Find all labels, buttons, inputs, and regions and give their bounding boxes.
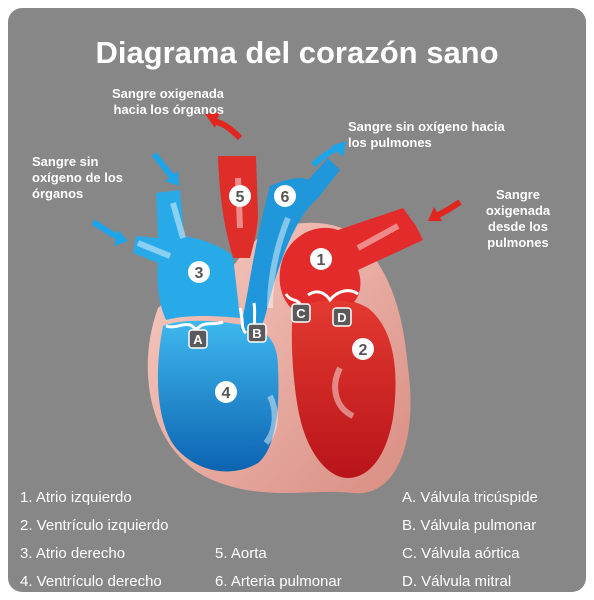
flow-arrow-left-ventricle [332, 366, 355, 419]
aorta-shape [218, 156, 258, 258]
marker-3: 3 [195, 265, 204, 282]
marker-box-c [291, 303, 311, 323]
marker-box-b [247, 323, 267, 343]
valve-d-shape [307, 289, 359, 303]
marker-6: 6 [281, 189, 290, 206]
legend-item-2: 2. Ventrículo izquierdo [20, 517, 169, 534]
pulmonary-artery-shape [240, 158, 340, 333]
label-oxy-to-organs: Sangre oxigenada hacia los órganos [112, 86, 224, 117]
legend-item-c: C. Válvula aórtica [402, 545, 520, 562]
marker-circle-6 [274, 185, 296, 207]
arrow-deoxy-from-organs-top [151, 152, 179, 186]
marker-circle-4 [215, 381, 237, 403]
legend-item-4: 4. Ventrículo derecho [20, 573, 162, 590]
legend-item-1: 1. Atrio izquierdo [20, 489, 132, 506]
valve-c-shape [284, 293, 302, 305]
diagram-card: 1 2 3 4 5 6 A B C D Diagrama del corazón… [8, 8, 586, 592]
marker-box-a [188, 329, 208, 349]
marker-5: 5 [236, 189, 245, 206]
legend-item-b: B. Válvula pulmonar [402, 517, 537, 534]
marker-c: C [296, 306, 306, 321]
flow-arrow-right-ventricle [263, 394, 278, 445]
flow-arrow-pulmonary-vein [356, 223, 400, 251]
marker-circle-5 [229, 185, 251, 207]
marker-2: 2 [359, 342, 368, 359]
flow-arrow-right-atrium [170, 202, 186, 239]
left-atrium-shape [279, 208, 423, 310]
marker-a: A [193, 332, 203, 347]
diagram-title: Diagrama del corazón sano [95, 35, 499, 70]
marker-d: D [337, 310, 346, 325]
arrow-deoxy-to-lungs [310, 141, 346, 168]
legend-item-6: 6. Arteria pulmonar [215, 573, 342, 590]
flow-arrow-vena-cava [136, 240, 172, 259]
arrow-oxy-from-lungs [428, 199, 462, 221]
marker-b: B [252, 326, 261, 341]
label-deoxy-from-organs: Sangre sin oxígeno de los órganos [32, 154, 124, 201]
flow-arrow-pulmonary-artery [267, 216, 291, 309]
legend-item-3: 3. Atrio derecho [20, 545, 126, 562]
marker-4: 4 [222, 385, 231, 402]
marker-box-d [332, 307, 352, 327]
heart-illustration: 1 2 3 4 5 6 A B C D [91, 112, 462, 494]
label-oxy-from-lungs: Sangre oxigenada desde los pulmones [485, 187, 551, 250]
legend-item-a: A. Válvula tricúspide [402, 489, 538, 506]
arrow-deoxy-from-organs-left [91, 219, 128, 246]
marker-circle-3 [188, 261, 210, 283]
marker-circle-2 [352, 338, 374, 360]
legend-item-d: D. Válvula mitral [402, 573, 512, 590]
legend-item-5: 5. Aorta [215, 545, 267, 562]
label-deoxy-to-lungs: Sangre sin oxígeno hacia los pulmones [348, 119, 505, 150]
marker-circle-1 [310, 248, 332, 270]
arrow-oxy-to-organs [205, 112, 243, 141]
right-atrium-shape [133, 190, 240, 320]
marker-1: 1 [317, 252, 326, 269]
